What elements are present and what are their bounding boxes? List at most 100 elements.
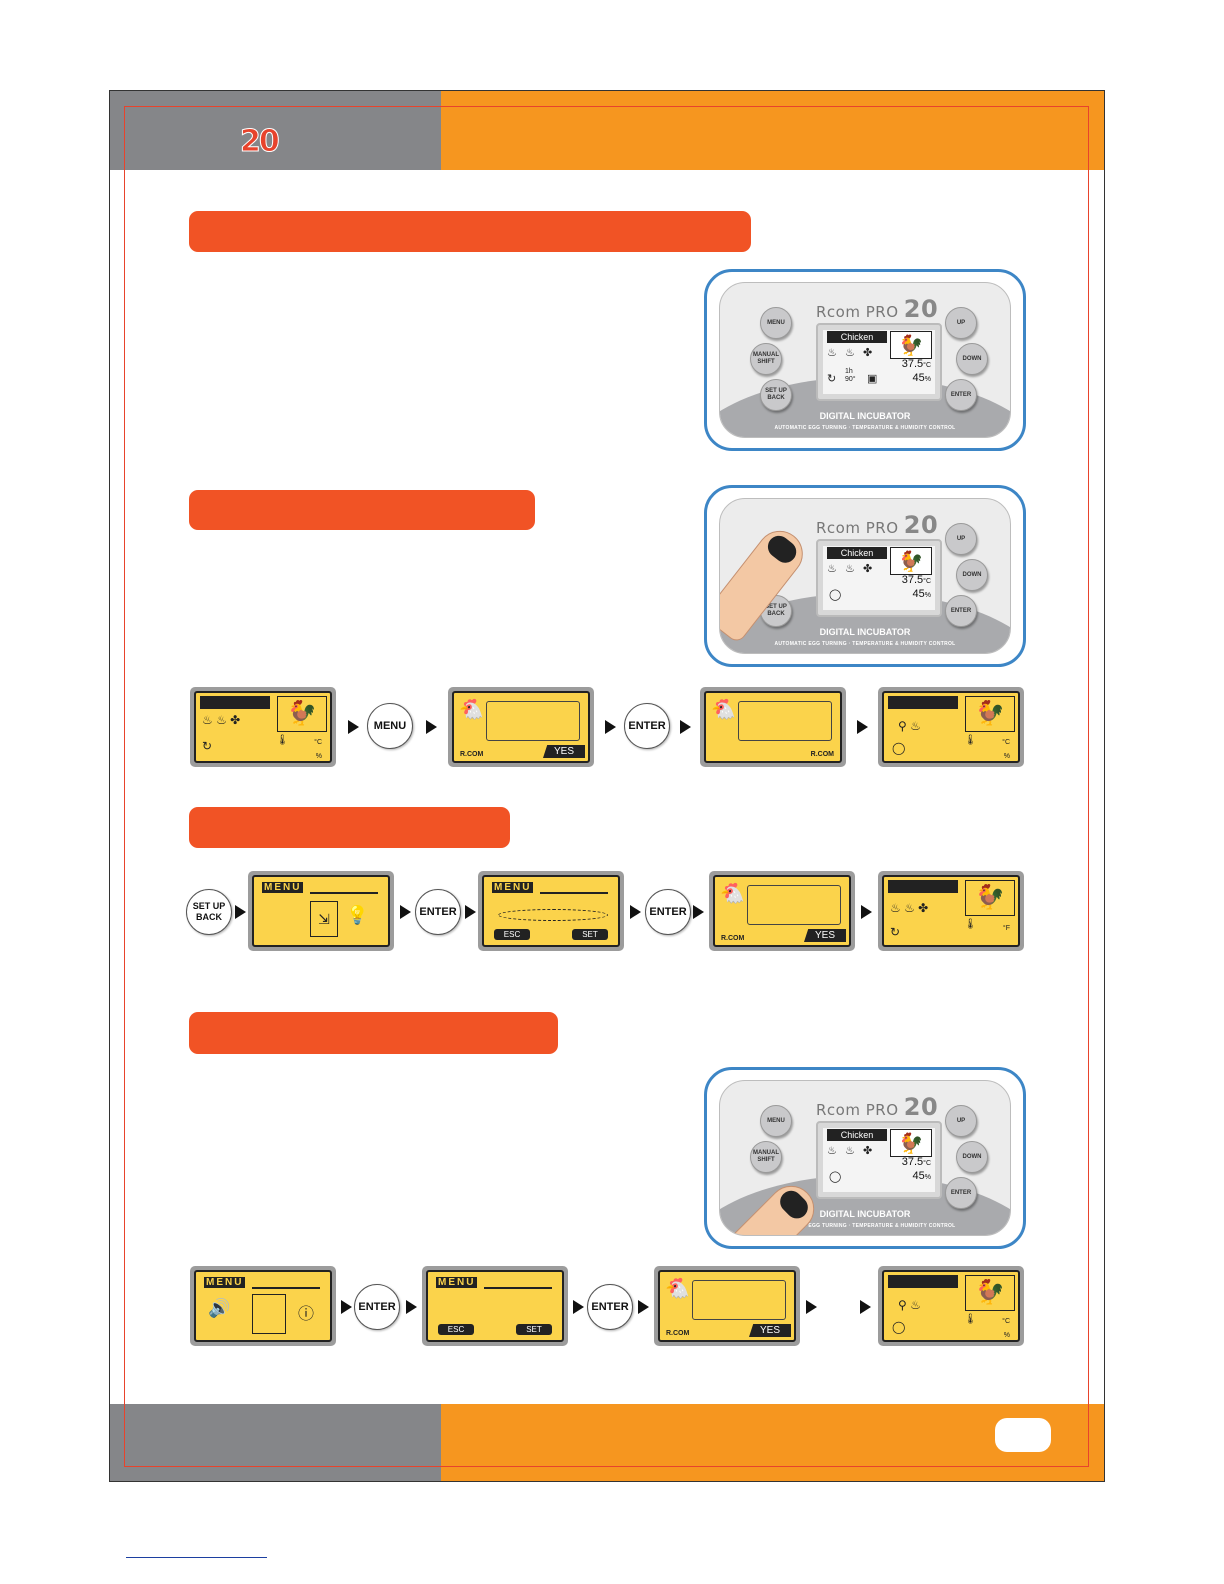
message-box bbox=[747, 885, 841, 925]
device-brand: Rcom PRO 20 bbox=[816, 295, 939, 323]
flow2-setting-screen: MENU ESC SET bbox=[478, 871, 624, 951]
menu-underline bbox=[252, 1287, 320, 1289]
species-bar bbox=[888, 880, 958, 893]
message-box bbox=[738, 701, 832, 741]
flow1-enter-button[interactable]: ENTER bbox=[624, 703, 670, 749]
esc-label: ESC bbox=[494, 929, 530, 940]
selection-frame bbox=[252, 1294, 286, 1334]
menu-logo: MENU bbox=[492, 882, 534, 893]
menu-logo: MENU bbox=[436, 1277, 478, 1288]
device-display: Chicken 🐓 ♨ ♨ ✤ ◯ 37.5°C 45% bbox=[816, 539, 942, 617]
enter-button[interactable]: ENTER bbox=[945, 595, 977, 627]
flow-arrow bbox=[857, 720, 868, 734]
down-button[interactable]: DOWN bbox=[956, 343, 988, 375]
flow1-message-screen: 🐔 R.COM bbox=[700, 687, 846, 767]
device-title: DIGITAL INCUBATOR bbox=[819, 627, 911, 637]
humidifier-icon: ♨ bbox=[845, 1145, 855, 1157]
species-bar bbox=[200, 696, 270, 709]
egg-icon: ◯ bbox=[892, 741, 906, 755]
footer-gray-band bbox=[110, 1404, 441, 1481]
down-button[interactable]: DOWN bbox=[956, 1141, 988, 1173]
flow2-enter-button[interactable]: ENTER bbox=[415, 889, 461, 935]
device-brand: Rcom PRO 20 bbox=[816, 1093, 939, 1121]
flow3-enter-button-2[interactable]: ENTER bbox=[587, 1284, 633, 1330]
device-panel-2: Rcom PRO 20 MANUAL SHIFT SET UP BACK UP … bbox=[704, 485, 1026, 667]
flow2-setup-back-button[interactable]: SET UP BACK bbox=[186, 889, 232, 935]
enter-button[interactable]: ENTER bbox=[945, 1177, 977, 1209]
flow2-enter-button-2[interactable]: ENTER bbox=[645, 889, 691, 935]
device-title: DIGITAL INCUBATOR bbox=[819, 411, 911, 421]
device-subtitle: AUTOMATIC EGG TURNING · TEMPERATURE & HU… bbox=[774, 425, 956, 431]
humidity-readout: 45% bbox=[912, 588, 931, 600]
manual-shift-button[interactable]: MANUAL SHIFT bbox=[750, 343, 782, 375]
up-button[interactable]: UP bbox=[945, 307, 977, 339]
egg-icon: ◯ bbox=[829, 1171, 842, 1183]
set-label: SET bbox=[516, 1324, 552, 1335]
menu-button[interactable]: MENU bbox=[760, 1105, 792, 1137]
info-icon: ⓘ bbox=[298, 1306, 315, 1323]
unit-celsius: °C bbox=[1002, 1318, 1010, 1325]
menu-logo: MENU bbox=[262, 882, 304, 893]
temperature-readout: 37.5°C bbox=[901, 358, 931, 370]
menu-button[interactable]: MENU bbox=[760, 307, 792, 339]
thermometer-icon: 🌡 bbox=[964, 1314, 977, 1325]
esc-label: ESC bbox=[438, 1324, 474, 1335]
flow1-confirm-screen: 🐔 R.COM YES bbox=[448, 687, 594, 767]
rooster-icon: 🐓 bbox=[890, 331, 932, 359]
humidifier-icon: ♨ bbox=[845, 347, 855, 359]
flow3-confirm-screen: 🐔 R.COM YES bbox=[654, 1266, 800, 1346]
page-number-badge bbox=[995, 1418, 1051, 1452]
rooster-icon: 🐓 bbox=[890, 547, 932, 575]
flow-arrow bbox=[638, 1300, 649, 1314]
footer-orange-band bbox=[441, 1404, 1104, 1481]
menu-underline bbox=[540, 892, 608, 894]
unit-percent: % bbox=[315, 753, 322, 760]
setup-back-button[interactable]: SET UP BACK bbox=[760, 379, 792, 411]
flow3-setting-screen: MENU ESC SET bbox=[422, 1266, 568, 1346]
bottom-link-underline[interactable] bbox=[126, 1557, 267, 1558]
flow3-menu-screen: MENU 🔊 ⓘ bbox=[190, 1266, 336, 1346]
rooster-clock-icon: 🐓 bbox=[965, 1275, 1015, 1311]
down-button[interactable]: DOWN bbox=[956, 559, 988, 591]
section-heading-4 bbox=[189, 1012, 558, 1054]
hen-icon: 🐔 bbox=[711, 699, 736, 721]
device-subtitle: AUTOMATIC EGG TURNING · TEMPERATURE & HU… bbox=[774, 1223, 956, 1229]
header-logo: 20 bbox=[240, 124, 281, 160]
header-orange-band bbox=[441, 91, 1104, 170]
hen-icon: 🐔 bbox=[665, 1278, 690, 1300]
device-display: Chicken 🐓 ♨ ♨ ✤ ◯ 37.5°C 45% bbox=[816, 1121, 942, 1199]
manual-shift-button[interactable]: MANUAL SHIFT bbox=[750, 1141, 782, 1173]
egg-turn-icon: ↻ bbox=[202, 739, 213, 753]
flow-arrow bbox=[348, 720, 359, 734]
device-title: DIGITAL INCUBATOR bbox=[819, 1209, 911, 1219]
message-box bbox=[486, 701, 580, 741]
device-brand: Rcom PRO 20 bbox=[816, 511, 939, 539]
egg-icon: ◯ bbox=[892, 1320, 906, 1334]
flow-arrow bbox=[860, 1300, 871, 1314]
flow-arrow bbox=[341, 1300, 352, 1314]
humidifier-icon: ♨ bbox=[845, 563, 855, 575]
device-panel-3: Rcom PRO 20 MENU MANUAL SHIFT UP DOWN EN… bbox=[704, 1067, 1026, 1249]
up-button[interactable]: UP bbox=[945, 1105, 977, 1137]
temperature-readout: 37.5°C bbox=[901, 574, 931, 586]
flow-arrow bbox=[573, 1300, 584, 1314]
speaker-icon: 🔊 bbox=[208, 1298, 231, 1318]
section-heading-1 bbox=[189, 211, 751, 252]
sensor-icon: ⚲ ♨ bbox=[898, 1298, 921, 1312]
section-heading-2 bbox=[189, 490, 535, 530]
bulb-icon: 💡 bbox=[346, 905, 369, 925]
flow-arrow bbox=[426, 720, 437, 734]
flow1-menu-button[interactable]: MENU bbox=[367, 703, 413, 749]
page-frame bbox=[109, 90, 1105, 1482]
sensor-icon: ⚲ ♨ bbox=[898, 719, 921, 733]
species-label: Chicken bbox=[827, 547, 887, 559]
set-label: SET bbox=[572, 929, 608, 940]
flow3-enter-button[interactable]: ENTER bbox=[354, 1284, 400, 1330]
flow2-menu-screen: MENU ⇲ 💡 bbox=[248, 871, 394, 951]
rooster-icon: 🐓 bbox=[965, 880, 1015, 916]
up-button[interactable]: UP bbox=[945, 523, 977, 555]
flow2-result-screen: 🐓 ♨ ♨ ✤ ↻ 🌡 °F bbox=[878, 871, 1024, 951]
fan-icon: ✤ bbox=[863, 1145, 873, 1157]
enter-button[interactable]: ENTER bbox=[945, 379, 977, 411]
